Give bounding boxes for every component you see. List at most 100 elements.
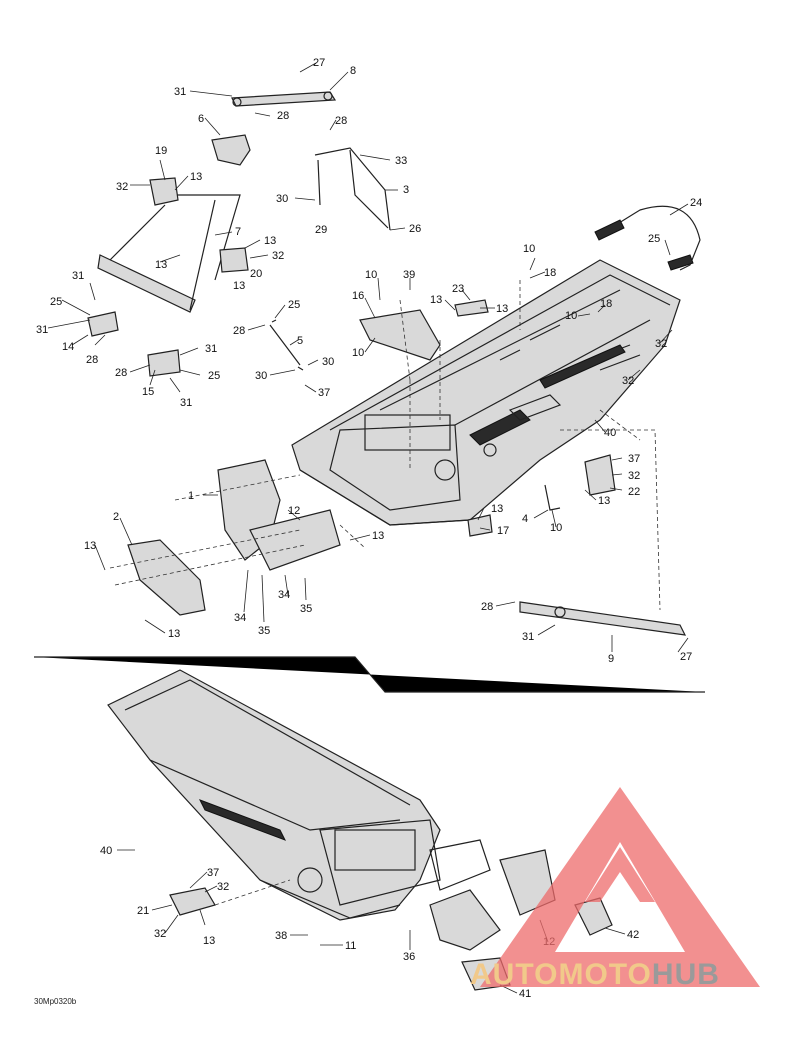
callout-28: 28 bbox=[481, 601, 493, 613]
watermark-word-1: AUTOMOTO bbox=[470, 958, 652, 991]
callout-31: 31 bbox=[174, 86, 186, 98]
leader-lines bbox=[47, 62, 689, 994]
callout-13: 13 bbox=[491, 503, 503, 515]
part-22-bracket bbox=[584, 454, 616, 496]
callout-13: 13 bbox=[496, 303, 508, 315]
watermark-word-2: HUB bbox=[651, 958, 720, 991]
part-15-bracket bbox=[147, 349, 181, 377]
callout-32: 32 bbox=[116, 181, 128, 193]
callout-8: 8 bbox=[350, 65, 356, 77]
callout-39: 39 bbox=[403, 269, 415, 281]
callout-28: 28 bbox=[277, 110, 289, 122]
callout-28: 28 bbox=[233, 325, 245, 337]
callout-40: 40 bbox=[604, 427, 616, 439]
part-6-bracket bbox=[211, 134, 251, 166]
callout-19: 19 bbox=[155, 145, 167, 157]
callout-40: 40 bbox=[100, 845, 112, 857]
callout-15: 15 bbox=[142, 386, 154, 398]
part-9-arm bbox=[519, 601, 687, 636]
callout-32: 32 bbox=[217, 881, 229, 893]
callout-13: 13 bbox=[430, 294, 442, 306]
callout-13: 13 bbox=[372, 530, 384, 542]
callout-31: 31 bbox=[522, 631, 534, 643]
callout-21: 21 bbox=[137, 905, 149, 917]
callout-13: 13 bbox=[264, 235, 276, 247]
callout-42: 42 bbox=[627, 929, 639, 941]
callout-31: 31 bbox=[36, 324, 48, 336]
view-separator bbox=[34, 656, 705, 693]
callout-13: 13 bbox=[84, 540, 96, 552]
callout-11: 11 bbox=[345, 940, 356, 952]
callout-34: 34 bbox=[278, 589, 290, 601]
callout-29: 29 bbox=[315, 224, 327, 236]
part-3-loop bbox=[314, 147, 391, 231]
callout-37: 37 bbox=[318, 387, 330, 399]
callout-32: 32 bbox=[272, 250, 284, 262]
callout-labels: 27 8 31 28 6 28 33 19 32 13 3 30 29 26 7… bbox=[36, 57, 702, 1000]
callout-25: 25 bbox=[648, 233, 660, 245]
part-7-assembly bbox=[97, 177, 249, 313]
callout-18: 18 bbox=[600, 298, 612, 310]
callout-3: 3 bbox=[403, 184, 409, 196]
watermark-logo bbox=[480, 787, 760, 987]
projection-line-lower bbox=[214, 879, 291, 906]
callout-10: 10 bbox=[550, 522, 562, 534]
callout-32: 32 bbox=[154, 928, 166, 940]
callout-35: 35 bbox=[300, 603, 312, 615]
callout-6: 6 bbox=[198, 113, 204, 125]
triangle-logo-icon bbox=[480, 787, 760, 987]
part-14-bracket bbox=[87, 311, 119, 337]
part-12-crossmember bbox=[249, 509, 341, 571]
callout-13: 13 bbox=[190, 171, 202, 183]
frame-lower bbox=[107, 669, 491, 921]
callout-10: 10 bbox=[523, 243, 535, 255]
callout-37: 37 bbox=[207, 867, 219, 879]
callout-36: 36 bbox=[403, 951, 415, 963]
callout-10: 10 bbox=[565, 310, 577, 322]
part-17-clip bbox=[467, 514, 493, 537]
callout-32: 32 bbox=[655, 338, 667, 350]
part-24-handle bbox=[594, 205, 701, 271]
callout-7: 7 bbox=[235, 226, 241, 238]
callout-23: 23 bbox=[452, 283, 464, 295]
callout-30: 30 bbox=[322, 356, 334, 368]
callout-34: 34 bbox=[234, 612, 246, 624]
part-16-mount bbox=[359, 309, 441, 361]
callout-28: 28 bbox=[115, 367, 127, 379]
callout-16: 16 bbox=[352, 290, 364, 302]
callout-2: 2 bbox=[113, 511, 119, 523]
callout-20: 20 bbox=[250, 268, 262, 280]
part-8-bar bbox=[231, 91, 337, 107]
callout-41: 41 bbox=[519, 988, 531, 1000]
part-2-plate bbox=[127, 539, 206, 616]
callout-25: 25 bbox=[50, 296, 62, 308]
callout-35: 35 bbox=[258, 625, 270, 637]
callout-31: 31 bbox=[205, 343, 217, 355]
callout-31: 31 bbox=[72, 270, 84, 282]
callout-33: 33 bbox=[395, 155, 407, 167]
callout-18: 18 bbox=[544, 267, 556, 279]
callout-13: 13 bbox=[598, 495, 610, 507]
callout-28: 28 bbox=[86, 354, 98, 366]
callout-4: 4 bbox=[522, 513, 528, 525]
frame-upper bbox=[291, 259, 681, 526]
part-21-bracket bbox=[169, 887, 216, 916]
reference-code: 30Mp0320b bbox=[34, 997, 77, 1006]
callout-5: 5 bbox=[297, 335, 303, 347]
callout-9: 9 bbox=[608, 653, 614, 665]
callout-38: 38 bbox=[275, 930, 287, 942]
part-4-clip bbox=[544, 484, 561, 511]
callout-32: 32 bbox=[628, 470, 640, 482]
callout-27: 27 bbox=[313, 57, 325, 69]
callout-25: 25 bbox=[208, 370, 220, 382]
watermark-text: AUTOMOTOHUB bbox=[470, 958, 720, 992]
callout-30: 30 bbox=[276, 193, 288, 205]
part-23-plate bbox=[454, 299, 489, 317]
lower-mount bbox=[429, 889, 501, 951]
callout-12: 12 bbox=[288, 505, 300, 517]
callout-1: 1 bbox=[188, 490, 194, 502]
callout-13: 13 bbox=[233, 280, 245, 292]
callout-37: 37 bbox=[628, 453, 640, 465]
